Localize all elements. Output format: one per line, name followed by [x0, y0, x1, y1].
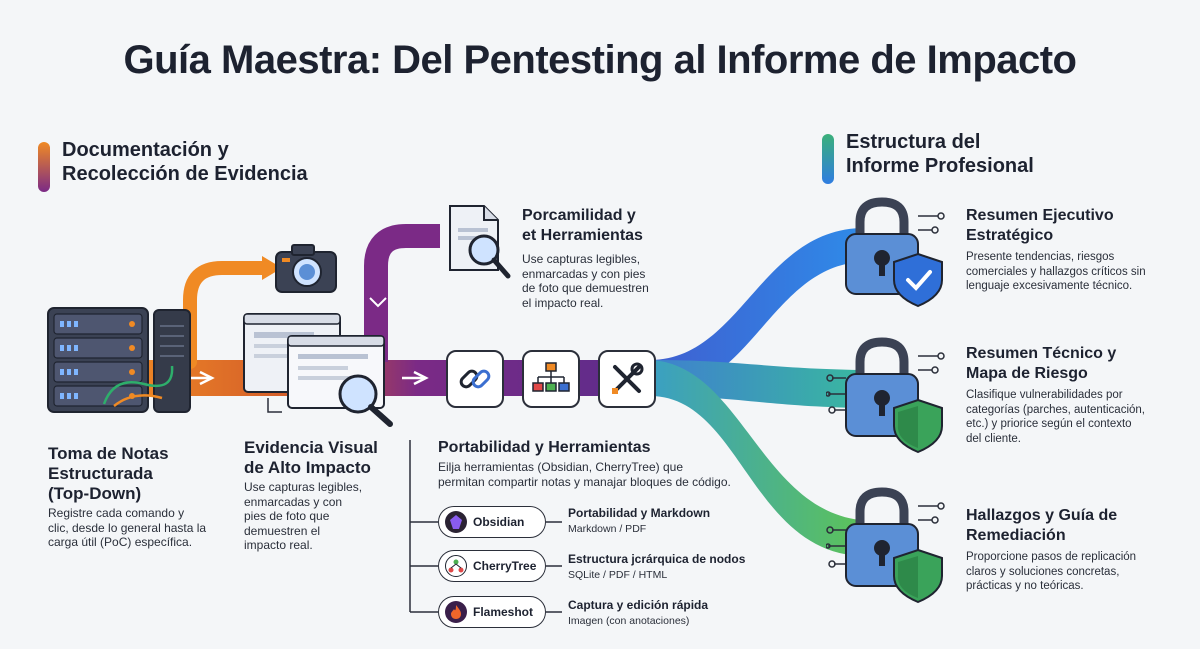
report-section-title: Estructura del Informe Profesional	[846, 131, 1034, 177]
tools-tool-box	[598, 350, 656, 408]
technical-summary-description: Clasifique vulnerabilidades por categorí…	[966, 389, 1145, 445]
hierarchy-icon	[532, 362, 570, 392]
document-flow-branch	[364, 224, 440, 362]
obsidian-logo-icon	[445, 511, 467, 533]
obsidian-feature: Portabilidad y Markdown	[568, 506, 711, 520]
portability-title: Portabilidad y Herramientas	[438, 439, 651, 456]
camera-flow-branch	[183, 261, 269, 369]
findings-remediation-description: Proporcione pasos de replicación claros …	[966, 551, 1137, 592]
cherrytree-logo-icon	[445, 555, 467, 577]
flow-to-findings	[650, 360, 860, 556]
section-accent-bar	[38, 142, 50, 192]
section-accent-bar	[822, 134, 834, 184]
page-title: Guía Maestra: Del Pentesting al Informe …	[123, 38, 1077, 82]
hierarchy-tool-box	[522, 350, 580, 408]
findings-remediation-title: Hallazgos y Guía de Remediación	[966, 507, 1118, 544]
obsidian-tool-pill: Obsidian	[438, 506, 546, 538]
wrench-screwdriver-icon	[612, 362, 644, 394]
lock-shield-technical-icon	[826, 337, 945, 454]
document-magnifier-icon	[449, 205, 511, 279]
evidence-section-heading: Documentación y Recolección de Evidencia	[38, 138, 308, 192]
visual-evidence-title: Evidencia Visual de Alto Impacto	[244, 438, 378, 477]
cherrytree-tool-pill: CherryTree	[438, 550, 546, 582]
screenshots-magnifier-icon	[243, 313, 393, 427]
lock-shield-remediation-icon	[826, 487, 945, 604]
portability-description: Eilja herramientas (Obsidian, CherryTree…	[438, 460, 731, 489]
evidence-section-title: Documentación y Recolección de Evidencia	[62, 139, 308, 185]
technical-summary-title: Resumen Técnico y Mapa de Riesgo	[966, 345, 1117, 382]
server-rack-icon	[47, 307, 191, 413]
obsidian-formats: Markdown / PDF	[568, 523, 647, 535]
top-mid-title: Porcamilidad y et Herramientas	[522, 207, 643, 244]
cherrytree-formats: SQLite / PDF / HTML	[568, 569, 668, 581]
top-mid-description: Use capturas legibles, enmarcadas y con …	[522, 252, 649, 310]
flameshot-formats: Imagen (con anotaciones)	[568, 615, 690, 627]
notes-description: Registre cada comando y clic, desde lo g…	[48, 506, 207, 549]
report-section-heading: Estructura del Informe Profesional	[822, 130, 1034, 184]
camera-icon	[275, 244, 337, 293]
cherrytree-feature: Estructura jcrárquica de nodos	[568, 552, 746, 566]
link-icon	[459, 369, 491, 389]
flameshot-tool-pill: Flameshot	[438, 596, 546, 628]
notes-title: Toma de Notas Estructurada (Top-Down)	[48, 444, 169, 503]
flameshot-feature: Captura y edición rápida	[568, 598, 709, 612]
flameshot-logo-icon	[445, 601, 467, 623]
lock-shield-check-icon	[845, 197, 945, 308]
flow-to-executive-summary	[650, 228, 860, 396]
executive-summary-description: Presente tendencias, riesgos comerciales…	[966, 251, 1146, 292]
visual-evidence-description: Use capturas legibles, enmarcadas y con …	[244, 480, 363, 552]
link-tool-box	[446, 350, 504, 408]
executive-summary-title: Resumen Ejecutivo Estratégico	[966, 207, 1114, 244]
